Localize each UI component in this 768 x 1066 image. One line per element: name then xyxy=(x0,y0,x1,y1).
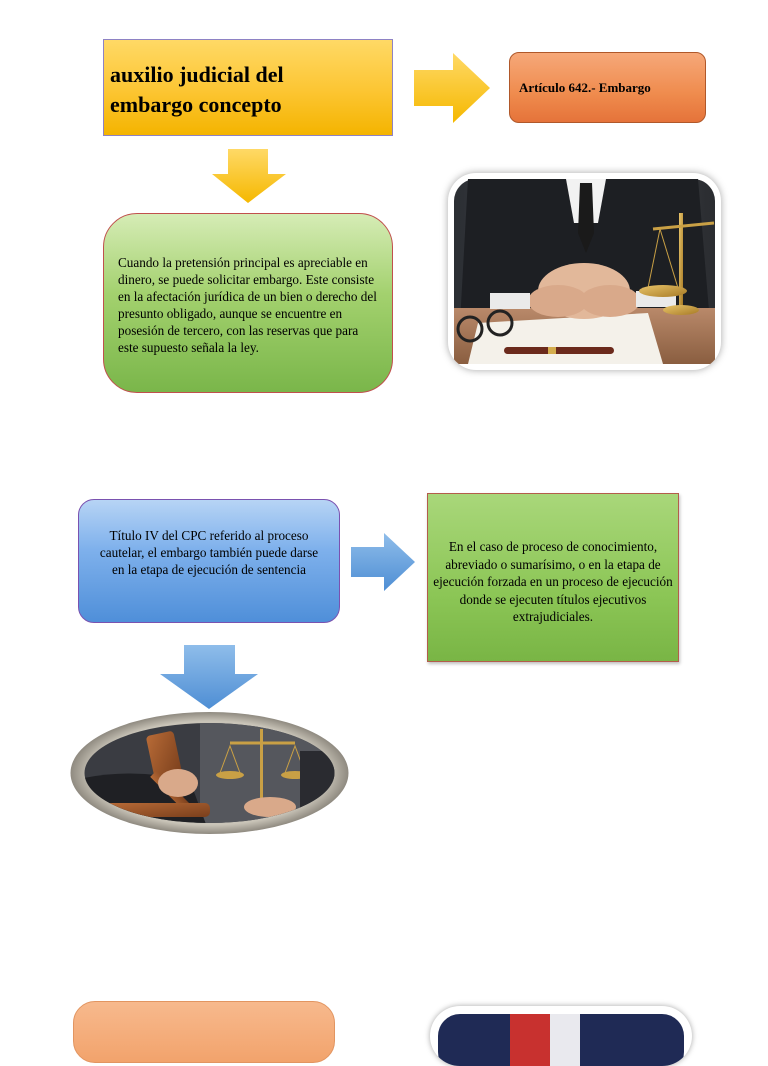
definition-text: Cuando la pretensión principal es apreci… xyxy=(118,255,377,355)
title-line-1: auxilio judicial del xyxy=(110,62,284,87)
titulo-text: Título IV del CPC referido al proceso ca… xyxy=(99,528,319,577)
article-label: Artículo 642.- Embargo xyxy=(519,79,651,95)
arrow-right-blue-icon xyxy=(351,533,415,591)
titulo-box: Título IV del CPC referido al proceso ca… xyxy=(78,499,340,623)
arrow-right-yellow-icon xyxy=(414,53,490,123)
title-line-2: embargo concepto xyxy=(110,92,282,117)
proceso-text: En el caso de proceso de conocimiento, a… xyxy=(433,539,673,624)
article-box: Artículo 642.- Embargo xyxy=(509,52,706,123)
bottom-orange-box xyxy=(73,1001,335,1063)
arrow-down-blue-icon xyxy=(160,645,258,709)
gavel-scales-oval-photo xyxy=(70,711,349,835)
arrow-down-yellow-icon xyxy=(212,149,286,203)
judge-hands-scales-photo xyxy=(448,173,721,370)
bottom-flag-photo xyxy=(430,1006,692,1066)
proceso-box: En el caso de proceso de conocimiento, a… xyxy=(427,493,679,662)
title-box: auxilio judicial del embargo concepto xyxy=(103,39,393,136)
definition-box: Cuando la pretensión principal es apreci… xyxy=(103,213,393,393)
